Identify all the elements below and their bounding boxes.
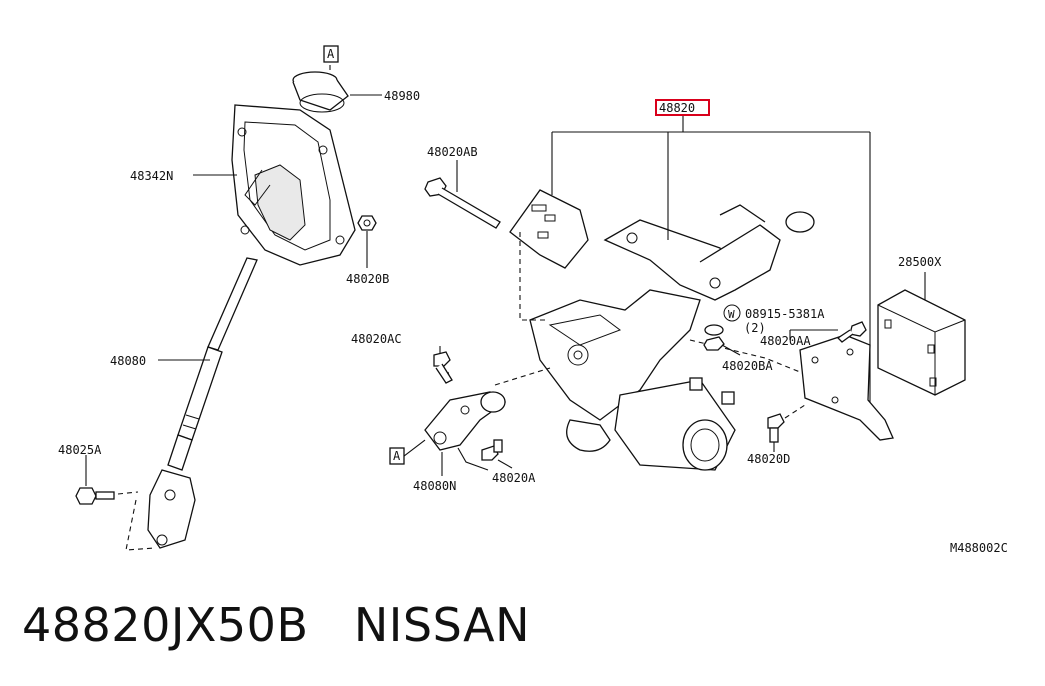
column-bracket-part — [509, 189, 589, 269]
lower-column-part — [529, 289, 701, 452]
label-48020ac: 48020AC — [351, 332, 402, 346]
boot-part — [292, 71, 349, 113]
steering-shaft-part — [147, 257, 258, 549]
label-48980: 48980 — [384, 89, 420, 103]
bolt-48020aa-part — [836, 321, 867, 343]
washer-symbol — [723, 304, 741, 322]
bolt-48020a-part — [481, 439, 503, 461]
bolt-48020ac-part — [433, 351, 453, 384]
motor-part — [614, 377, 736, 471]
ecu-bracket-part — [799, 334, 894, 441]
label-48020ab: 48020AB — [427, 145, 478, 159]
universal-joint-part — [424, 391, 507, 451]
caption-part-number: 48820JX50B — [22, 598, 309, 652]
upper-column-part — [603, 204, 815, 301]
label-48342n: 48342N — [130, 169, 173, 183]
label-48020aa: 48020AA — [760, 334, 811, 348]
label-28500x: 28500X — [898, 255, 942, 269]
label-48020b: 48020B — [346, 272, 389, 286]
label-48020a: 48020A — [492, 471, 536, 485]
label-48080: 48080 — [110, 354, 146, 368]
ref-a-top-label: A — [327, 47, 335, 61]
label-washer-qty: (2) — [744, 321, 766, 335]
ref-box-a-top — [323, 45, 339, 63]
caption: 48820JX50B NISSAN — [22, 598, 530, 652]
washer-part — [703, 324, 725, 351]
label-48020ba: 48020BA — [722, 359, 773, 373]
control-unit-part — [877, 289, 966, 396]
ref-a-bottom-label: A — [393, 449, 401, 463]
diagram-code: M488002C — [950, 541, 1008, 555]
column-cover-part — [231, 104, 356, 266]
bolt-48020ab-part — [424, 177, 501, 229]
bolt-48020d-part — [767, 413, 785, 443]
label-48020d: 48020D — [747, 452, 790, 466]
label-08915-5381a: 08915-5381A — [745, 307, 825, 321]
highlight-box — [655, 99, 710, 116]
washer-symbol-label: W — [728, 308, 735, 321]
label-48025a: 48025A — [58, 443, 102, 457]
label-48820: 48820 — [659, 101, 695, 115]
label-48080n: 48080N — [413, 479, 456, 493]
bolt-48020b-part — [357, 215, 377, 231]
bolt-48025a-part — [75, 487, 115, 505]
caption-brand: NISSAN — [353, 598, 530, 652]
